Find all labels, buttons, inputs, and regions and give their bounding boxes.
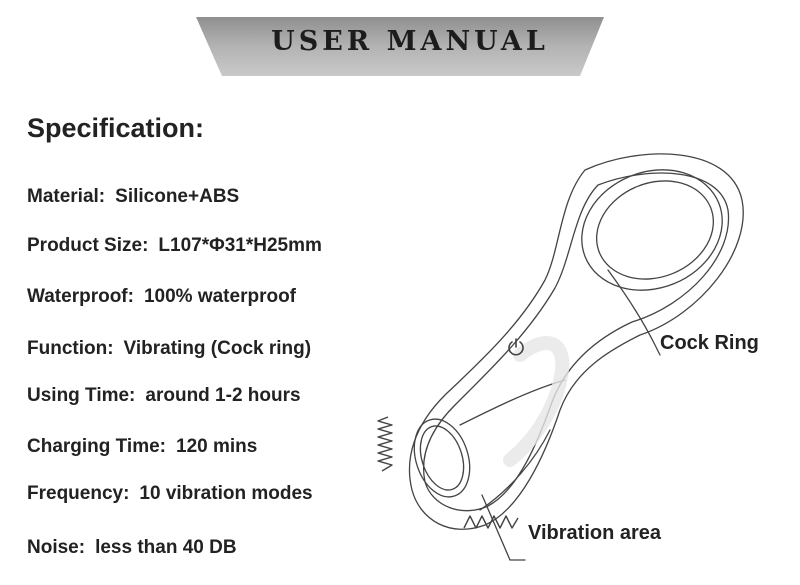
spec-value: Silicone+ABS — [115, 186, 240, 207]
spec-item-charging-time: Charging Time: 120 mins — [27, 436, 257, 458]
spec-label: Using Time: — [27, 385, 136, 406]
spec-label: Frequency: — [27, 483, 130, 504]
spec-value: less than 40 DB — [95, 537, 237, 558]
spec-value: 100% waterproof — [143, 286, 296, 307]
spec-value: Vibrating (Cock ring) — [123, 338, 312, 359]
spec-heading: Specification: — [27, 113, 205, 143]
spec-label: Charging Time: — [27, 436, 166, 457]
spec-value: around 1-2 hours — [145, 385, 301, 406]
spec-value: 120 mins — [176, 436, 258, 457]
spec-item-using-time: Using Time: around 1-2 hours — [27, 385, 301, 407]
spec-label: Material: — [27, 186, 106, 207]
callout-vibration-area: Vibration area — [528, 522, 662, 544]
spec-item-frequency: Frequency: 10 vibration modes — [27, 483, 313, 505]
spec-item-function: Function: Vibrating (Cock ring) — [27, 338, 311, 360]
product-line-drawing — [408, 153, 744, 561]
vibration-wave-icon — [463, 515, 519, 529]
spec-value: 10 vibration modes — [139, 483, 313, 504]
callout-cock-ring: Cock Ring — [660, 332, 759, 354]
banner-shape — [196, 17, 604, 76]
product-illustration — [370, 140, 800, 580]
spec-value: L107*Φ31*H25mm — [158, 235, 322, 256]
vibration-wave-icon — [377, 416, 393, 472]
banner-title: USER MANUAL — [271, 26, 549, 57]
power-icon — [508, 338, 524, 356]
spec-label: Function: — [27, 338, 114, 359]
spec-item-waterproof: Waterproof: 100% waterproof — [27, 286, 296, 308]
spec-label: Waterproof: — [27, 286, 134, 307]
spec-item-noise: Noise: less than 40 DB — [27, 537, 237, 559]
header-banner: USER MANUAL — [0, 0, 800, 90]
spec-label: Product Size: — [27, 235, 149, 256]
spec-item-product-size: Product Size: L107*Φ31*H25mm — [27, 235, 322, 257]
spec-label: Noise: — [27, 537, 86, 558]
spec-item-material: Material: Silicone+ABS — [27, 186, 239, 208]
